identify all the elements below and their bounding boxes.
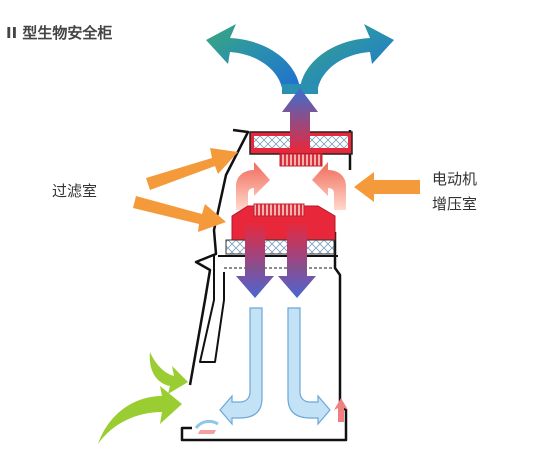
exhaust-upflow-arrow xyxy=(282,88,318,152)
motor-label-line2: 增压室 xyxy=(432,195,478,213)
front-grille-flow xyxy=(194,398,348,434)
recirculation-arrows xyxy=(236,162,346,210)
motor-label-line1: 电动机 xyxy=(432,170,478,188)
downflow-arrows xyxy=(236,222,316,298)
room-air-inflow-arrows xyxy=(98,352,188,444)
exhaust-arrows xyxy=(206,24,394,94)
workzone-airflow xyxy=(219,307,331,426)
diagram-title: II 型生物安全柜 xyxy=(6,24,113,42)
label-pointer-arrows xyxy=(133,148,420,232)
main-hepa-filter xyxy=(218,239,338,257)
filter-chamber-label: 过滤室 xyxy=(52,182,98,200)
